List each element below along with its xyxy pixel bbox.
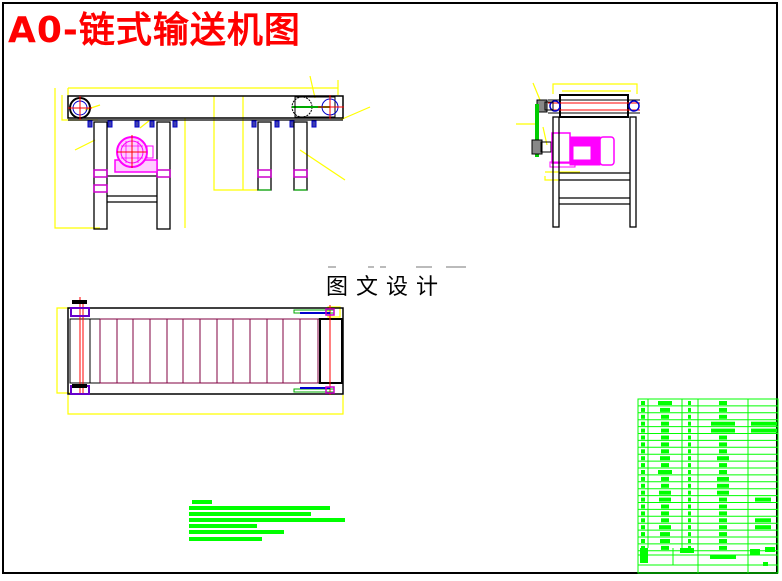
motor-side-icon (549, 132, 615, 168)
title-block (637, 398, 779, 574)
watermark-text: 图文设计 (326, 275, 447, 300)
side-view (516, 82, 640, 228)
motor-front-icon (114, 135, 158, 173)
sheet-border (2, 2, 778, 574)
drawing-title: A0-链式输送机图 (8, 10, 301, 51)
watermark-marks (328, 266, 468, 270)
technical-notes (189, 500, 345, 541)
top-view (56, 297, 344, 415)
front-view (54, 75, 371, 230)
